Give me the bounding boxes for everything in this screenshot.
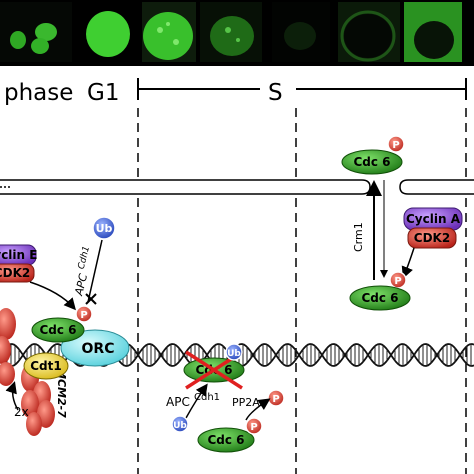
cdc6-nucleus-right: Cdc 6 (349, 285, 411, 311)
cdc6-cytoplasm: Cdc 6 (341, 149, 403, 175)
mcm-label: MCM2-7 (55, 368, 68, 418)
phospho-left-label: P (80, 310, 87, 321)
phospho-mid-2-label: P (272, 394, 279, 405)
panel-s3 (272, 2, 330, 62)
cdk2-phospho-arrow (29, 281, 76, 311)
panel-anaphase (0, 2, 72, 62)
apc-mid-sup: Cdh1 (194, 392, 220, 403)
cyclin-a-complex: Cyclin A CDK2 (403, 207, 463, 249)
apc-mid-arrow (185, 383, 208, 419)
pp2a-arrow (245, 398, 271, 421)
cdc6-phospho-mid: Cdc 6 (197, 427, 255, 453)
apc-left-blocked-arrow (85, 239, 103, 305)
panel-g1 (80, 2, 138, 62)
cdk2-left-label: CDK2 (0, 266, 30, 280)
phospho-right-top: P (387, 135, 405, 153)
s-phase-bar (137, 78, 467, 100)
ub-left-label: Ub (96, 222, 113, 235)
loading-arrow (5, 381, 19, 411)
crm1-arrows (366, 180, 388, 280)
panel-s5 (404, 2, 462, 62)
phospho-right-bottom-label: P (394, 276, 401, 287)
cdk2-right-arrow (401, 247, 415, 279)
orc-complex: ORC (60, 329, 130, 367)
orc-label: ORC (82, 341, 115, 357)
cdc6-origin: Cdc 6 (31, 317, 85, 343)
ub-mid-top: Ub (225, 343, 243, 361)
ub-mid-bottom-label: Ub (173, 421, 187, 431)
pp2a-label: PP2A (232, 396, 260, 409)
apc-left-label: APC (72, 272, 90, 298)
nuclear-envelope (0, 179, 474, 195)
microscopy-strip (0, 0, 474, 66)
apc-mid-label: APC (166, 395, 190, 409)
two-x-label: 2x (14, 405, 29, 419)
cyclin-e-label: Cyclin E (0, 248, 37, 262)
phase-label-anaphase: phase (4, 80, 73, 106)
phospho-left: P (75, 305, 93, 323)
cdt1-label: Cdt1 (30, 359, 61, 373)
phospho-mid-2: P (267, 389, 285, 407)
apc-left-sup: Cdh1 (77, 245, 92, 270)
cdc6-origin-label: Cdc 6 (39, 323, 76, 337)
cdc6-nucleus-right-label: Cdc 6 (361, 291, 398, 305)
phase-separators (137, 108, 467, 474)
ub-mid-bottom: Ub (171, 415, 189, 433)
cdc6-phospho-mid-label: Cdc 6 (207, 433, 244, 447)
ub-left: Ub (92, 216, 116, 240)
apc-mid-label-group: APC Cdh1 (166, 392, 220, 409)
mcm-complex (0, 308, 55, 436)
panel-s1 (142, 2, 196, 62)
cyclin-e-complex: Cyclin E CDK2 (0, 244, 37, 283)
cdt1-protein: Cdt1 (23, 352, 69, 380)
phase-label-g1: G1 (87, 80, 119, 106)
phase-label-s: S (268, 80, 283, 106)
cdk2-right-label: CDK2 (414, 231, 450, 245)
panel-s2 (200, 2, 262, 62)
cdc6-cytoplasm-label: Cdc 6 (353, 155, 390, 169)
phospho-mid-1: P (245, 417, 263, 435)
ub-mid-top-label: Ub (227, 349, 241, 359)
phospho-right-top-label: P (392, 140, 399, 151)
phospho-right-bottom: P (389, 271, 407, 289)
crm1-label: Crm1 (352, 222, 365, 252)
apc-left-label-group: APC Cdh1 (72, 245, 92, 298)
cyclin-a-label: Cyclin A (406, 212, 461, 226)
panel-s4 (338, 2, 400, 62)
phospho-mid-1-label: P (250, 422, 257, 433)
